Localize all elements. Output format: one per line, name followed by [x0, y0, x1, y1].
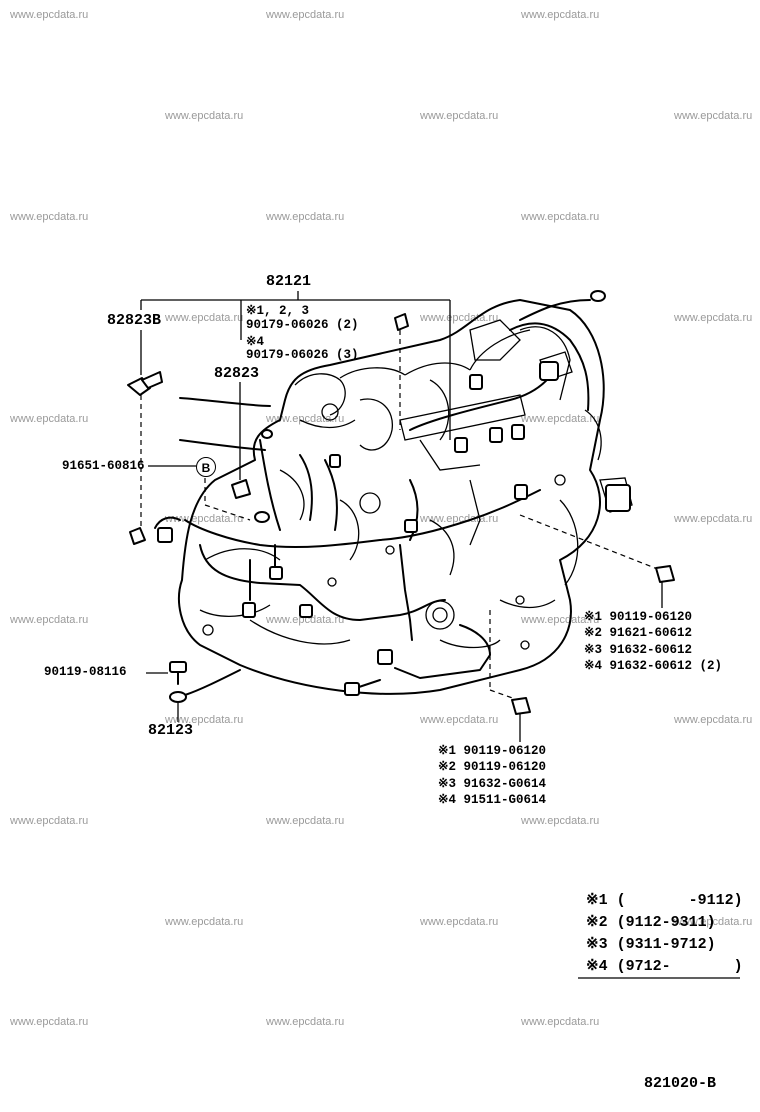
watermark-text: www.epcdata.ru	[420, 312, 499, 324]
bottom-part-item: ※4 91511-G0614	[438, 793, 546, 807]
watermark-text: www.epcdata.ru	[674, 916, 753, 928]
right-part-item: ※2 91621-60612	[584, 626, 692, 640]
legend-item: ※1 ( -9112)	[586, 892, 743, 909]
watermark-text: www.epcdata.ru	[10, 9, 89, 21]
watermark-text: www.epcdata.ru	[266, 9, 345, 21]
watermark-text: www.epcdata.ru	[165, 110, 244, 122]
callout-bolt-variant-1: 90179-06026 (2)	[246, 318, 359, 332]
legend-item: ※3 (9311-9712)	[586, 936, 716, 953]
watermark-text: www.epcdata.ru	[165, 714, 244, 726]
watermark-text: www.epcdata.ru	[420, 714, 499, 726]
legend-item: ※2 (9112-9311)	[586, 914, 716, 931]
reference-marker-b: B	[196, 457, 216, 477]
callout-variant-group-1: ※1, 2, 3	[246, 304, 309, 318]
right-part-item: ※1 90119-06120	[584, 610, 692, 624]
callout-leader-lines	[140, 291, 663, 742]
watermark-text: www.epcdata.ru	[10, 1016, 89, 1028]
connectors	[157, 290, 631, 696]
figure-code: 821020-B	[644, 1075, 717, 1092]
watermark-text: www.epcdata.ru	[10, 413, 89, 425]
watermark-text: www.epcdata.ru	[420, 916, 499, 928]
legend-item: ※4 (9712- )	[586, 958, 743, 975]
watermark-text: www.epcdata.ru	[674, 110, 753, 122]
bottom-part-item: ※1 90119-06120	[438, 744, 546, 758]
callout-clamp: 82823	[214, 365, 260, 382]
callout-bolt-variant-2: 90179-06026 (3)	[246, 348, 359, 362]
watermark-text: www.epcdata.ru	[674, 714, 753, 726]
watermark-text: www.epcdata.ru	[266, 815, 345, 827]
watermark-text: www.epcdata.ru	[165, 916, 244, 928]
right-part-item: ※3 91632-60612	[584, 643, 692, 657]
watermark-text: www.epcdata.ru	[674, 312, 753, 324]
watermark-text: www.epcdata.ru	[521, 815, 600, 827]
watermark-text: www.epcdata.ru	[420, 110, 499, 122]
callout-bolt-left: 90119-08116	[44, 665, 127, 679]
watermark-text: www.epcdata.ru	[521, 413, 600, 425]
callout-bolt-clip: 91651-60816	[62, 459, 145, 473]
watermark-text: www.epcdata.ru	[521, 211, 600, 223]
bottom-part-item: ※3 91632-G0614	[438, 777, 546, 791]
watermark-text: www.epcdata.ru	[266, 211, 345, 223]
watermark-text: www.epcdata.ru	[10, 211, 89, 223]
watermark-text: www.epcdata.ru	[10, 815, 89, 827]
callout-harness-main: 82121	[266, 273, 312, 290]
callout-variant-group-2: ※4	[246, 335, 264, 349]
watermark-text: www.epcdata.ru	[674, 513, 753, 525]
callout-clamp-b: 82823B	[107, 312, 162, 329]
fasteners	[127, 313, 675, 715]
watermark-text: www.epcdata.ru	[521, 9, 600, 21]
bottom-part-item: ※2 90119-06120	[438, 760, 546, 774]
watermark-text: www.epcdata.ru	[521, 1016, 600, 1028]
watermark-text: www.epcdata.ru	[10, 614, 89, 626]
watermark-text: www.epcdata.ru	[521, 614, 600, 626]
watermark-text: www.epcdata.ru	[266, 614, 345, 626]
callout-bracket: 82123	[148, 722, 194, 739]
right-part-item: ※4 91632-60612 (2)	[584, 659, 722, 673]
watermark-text: www.epcdata.ru	[165, 312, 244, 324]
watermark-text: www.epcdata.ru	[165, 513, 244, 525]
watermark-text: www.epcdata.ru	[266, 1016, 345, 1028]
watermark-text: www.epcdata.ru	[266, 413, 345, 425]
